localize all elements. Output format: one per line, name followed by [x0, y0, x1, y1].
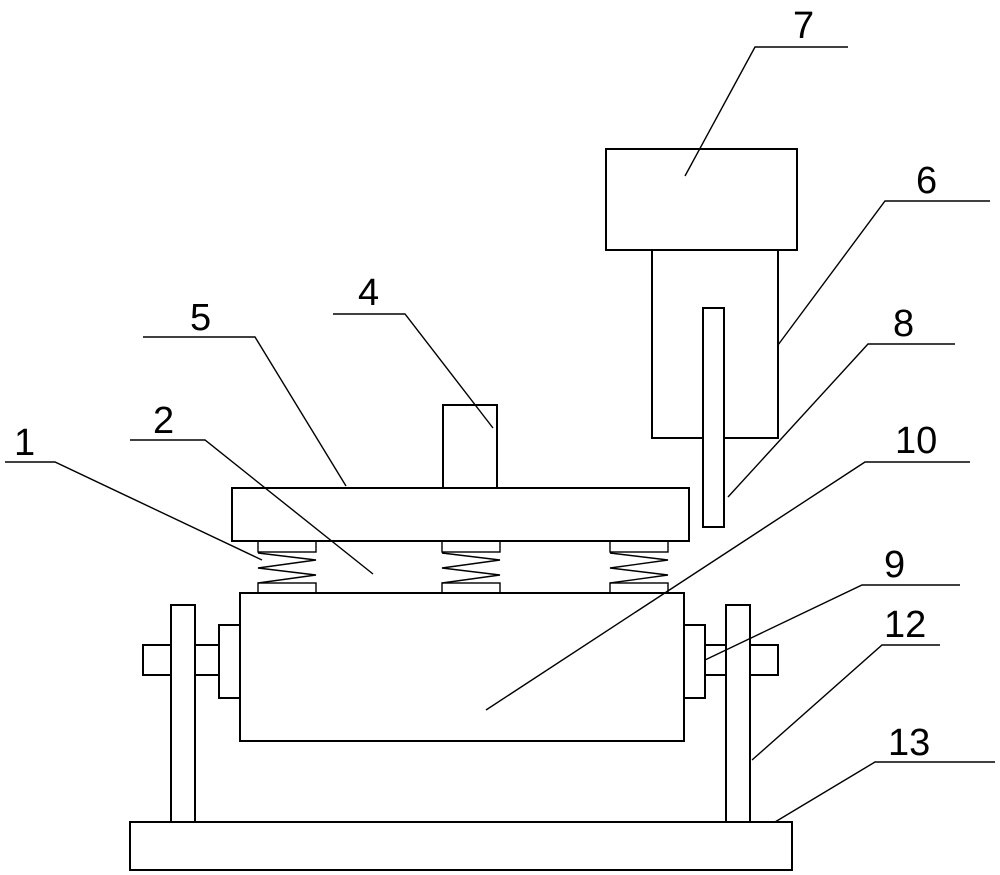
motor-box — [606, 149, 797, 250]
leader-6 — [778, 201, 990, 345]
label-1: 1 — [14, 422, 35, 464]
roller-body — [240, 593, 684, 741]
label-9: 9 — [884, 544, 905, 586]
label-13: 13 — [888, 722, 930, 764]
label-12: 12 — [884, 604, 926, 646]
right-bearing — [684, 625, 705, 698]
left-axle-inner — [195, 645, 220, 675]
right-support-post — [726, 605, 750, 822]
left-axle-shaft — [143, 645, 171, 675]
label-10: 10 — [895, 420, 937, 462]
spring-middle — [442, 541, 500, 593]
leader-1 — [5, 462, 262, 560]
top-press-plate — [232, 488, 689, 541]
left-bearing — [219, 625, 240, 698]
label-4: 4 — [358, 272, 379, 314]
label-7: 7 — [793, 5, 814, 47]
right-axle-shaft — [750, 645, 778, 675]
left-support-post — [171, 605, 195, 822]
handle-block — [443, 405, 497, 488]
label-6: 6 — [916, 160, 937, 202]
label-8: 8 — [893, 303, 914, 345]
base-plate — [130, 822, 792, 870]
right-axle-inner — [705, 645, 726, 675]
cutting-blade — [703, 308, 724, 527]
spring-left — [258, 541, 316, 593]
spring-right — [610, 541, 668, 593]
label-5: 5 — [190, 297, 211, 339]
label-2: 2 — [153, 400, 174, 442]
leader-13 — [775, 762, 995, 822]
